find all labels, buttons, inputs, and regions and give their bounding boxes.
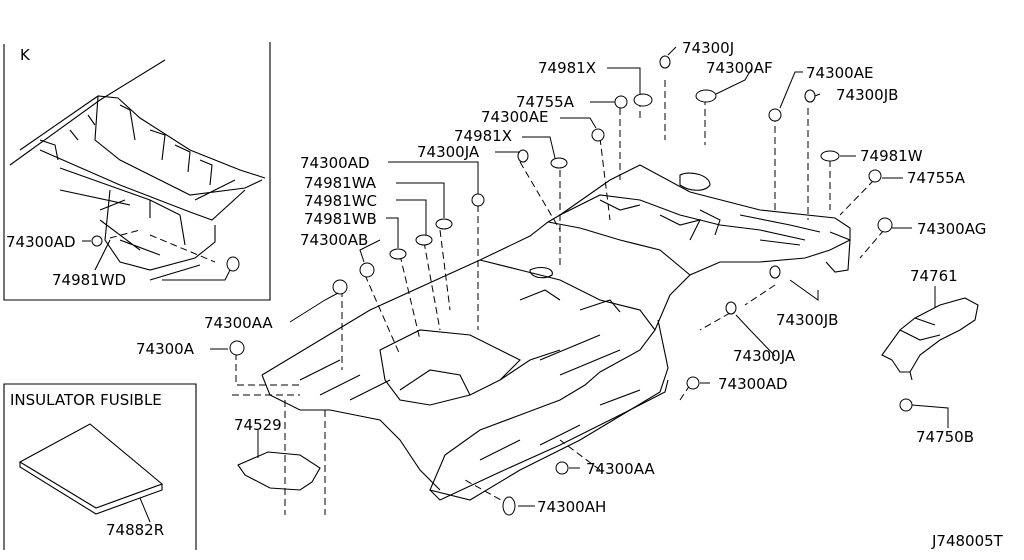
label-74761: 74761 bbox=[910, 267, 958, 285]
label-74300ab: 74300AB bbox=[300, 231, 368, 249]
inset-k-label: K bbox=[20, 46, 31, 64]
clip-74300ag bbox=[877, 217, 893, 233]
label-74300af: 74300AF bbox=[706, 59, 773, 77]
label-74300jb-top: 74300JB bbox=[836, 86, 898, 104]
floor-ribs bbox=[299, 266, 621, 401]
label-74529: 74529 bbox=[234, 416, 282, 434]
rear-details bbox=[599, 172, 851, 273]
inset-k-plug-74981wd bbox=[226, 256, 240, 272]
label-74300aa-left: 74300AA bbox=[204, 314, 273, 332]
label-74300ah: 74300AH bbox=[537, 498, 606, 516]
plug-74981wa bbox=[435, 218, 453, 230]
clip-74300ae-right bbox=[768, 108, 782, 122]
clip-74300ja-top bbox=[517, 149, 529, 163]
inset-k-lead-74981wd bbox=[162, 269, 231, 281]
label-74750b: 74750B bbox=[916, 428, 974, 446]
rear-bracket bbox=[881, 286, 979, 381]
label-74300a: 74300A bbox=[136, 340, 195, 358]
label-74981wa: 74981WA bbox=[304, 174, 377, 192]
inset-insulator-title: INSULATOR FUSIBLE bbox=[10, 391, 162, 409]
label-74981w: 74981W bbox=[860, 147, 923, 165]
label-74300ja-top: 74300JA bbox=[417, 143, 480, 161]
clip-74300j bbox=[659, 55, 671, 69]
clip-74300a bbox=[229, 340, 245, 356]
clip-74300jb-bot bbox=[769, 265, 781, 279]
label-74981x-mid: 74981X bbox=[454, 127, 512, 145]
clip-74755a-top bbox=[614, 95, 628, 109]
plug-74981x-top bbox=[633, 93, 653, 107]
clip-74755a-right bbox=[868, 169, 882, 183]
clip-74300aa-left bbox=[332, 279, 348, 295]
callout-labels: 74300J 74981X 74300AF 74300AE 74755A 743… bbox=[136, 39, 1004, 550]
plug-74981wc bbox=[415, 234, 433, 246]
pad-74529 bbox=[237, 451, 321, 491]
plug-74300af bbox=[695, 89, 717, 103]
label-74300ad-top: 74300AD bbox=[300, 154, 370, 172]
clip-74300ae-mid bbox=[591, 128, 605, 142]
clip-74300ja-bot bbox=[725, 301, 737, 315]
rear-floor bbox=[479, 194, 806, 331]
label-74300ag: 74300AG bbox=[917, 220, 986, 238]
plug-74981wb bbox=[389, 248, 407, 260]
inset-k-part-74981wd: 74981WD bbox=[52, 271, 126, 289]
label-74300ae-right: 74300AE bbox=[806, 64, 873, 82]
label-74300j: 74300J bbox=[682, 39, 734, 57]
label-74300ae-mid: 74300AE bbox=[481, 108, 548, 126]
bracket-74761 bbox=[881, 297, 979, 381]
label-74981x-top: 74981X bbox=[538, 59, 596, 77]
inset-insulator-border bbox=[3, 383, 197, 550]
label-74981wb: 74981WB bbox=[304, 210, 377, 228]
label-74300ad-bot: 74300AD bbox=[718, 375, 788, 393]
inset-k-clip-74300ad bbox=[91, 235, 103, 247]
install-lines bbox=[232, 80, 885, 515]
plug-74981x-mid bbox=[550, 157, 568, 169]
insulator-lead bbox=[139, 497, 151, 523]
plug-74981w bbox=[820, 150, 840, 162]
inset-k-part-74300ad: 74300AD bbox=[6, 233, 76, 251]
clip-74300ad-bot bbox=[686, 376, 700, 390]
label-74300aa-bot: 74300AA bbox=[586, 460, 655, 478]
insulator-part: 74882R bbox=[106, 521, 164, 539]
side-member bbox=[429, 379, 669, 501]
tunnel bbox=[379, 329, 561, 406]
leader-lines bbox=[210, 46, 949, 507]
clip-74300aa-bot bbox=[555, 461, 569, 475]
inset-insulator: INSULATOR FUSIBLE 74882R bbox=[3, 383, 197, 550]
label-74300ja-bot: 74300JA bbox=[733, 347, 796, 365]
inset-k-border bbox=[3, 42, 271, 301]
floor-front-edge bbox=[261, 374, 441, 491]
plug-74300ah bbox=[502, 496, 516, 516]
floor-panel bbox=[261, 164, 851, 501]
label-74300jb-bot: 74300JB bbox=[776, 311, 838, 329]
clip-74300ad-top bbox=[471, 193, 485, 207]
clip-74750b bbox=[899, 398, 913, 412]
label-74755a-right: 74755A bbox=[907, 169, 966, 187]
inset-k-panel bbox=[9, 59, 266, 281]
clip-74300ab bbox=[359, 262, 375, 278]
label-74755a-top: 74755A bbox=[516, 93, 575, 111]
diagram-code: J748005T bbox=[931, 532, 1004, 550]
fasteners bbox=[229, 55, 913, 516]
label-74981wc: 74981WC bbox=[304, 192, 377, 210]
inset-k: K 74300AD 74981WD bbox=[3, 42, 271, 301]
clip-74300jb-top bbox=[804, 89, 816, 103]
insulator-sheet bbox=[18, 423, 164, 515]
inset-k-leader-dash bbox=[109, 229, 216, 263]
